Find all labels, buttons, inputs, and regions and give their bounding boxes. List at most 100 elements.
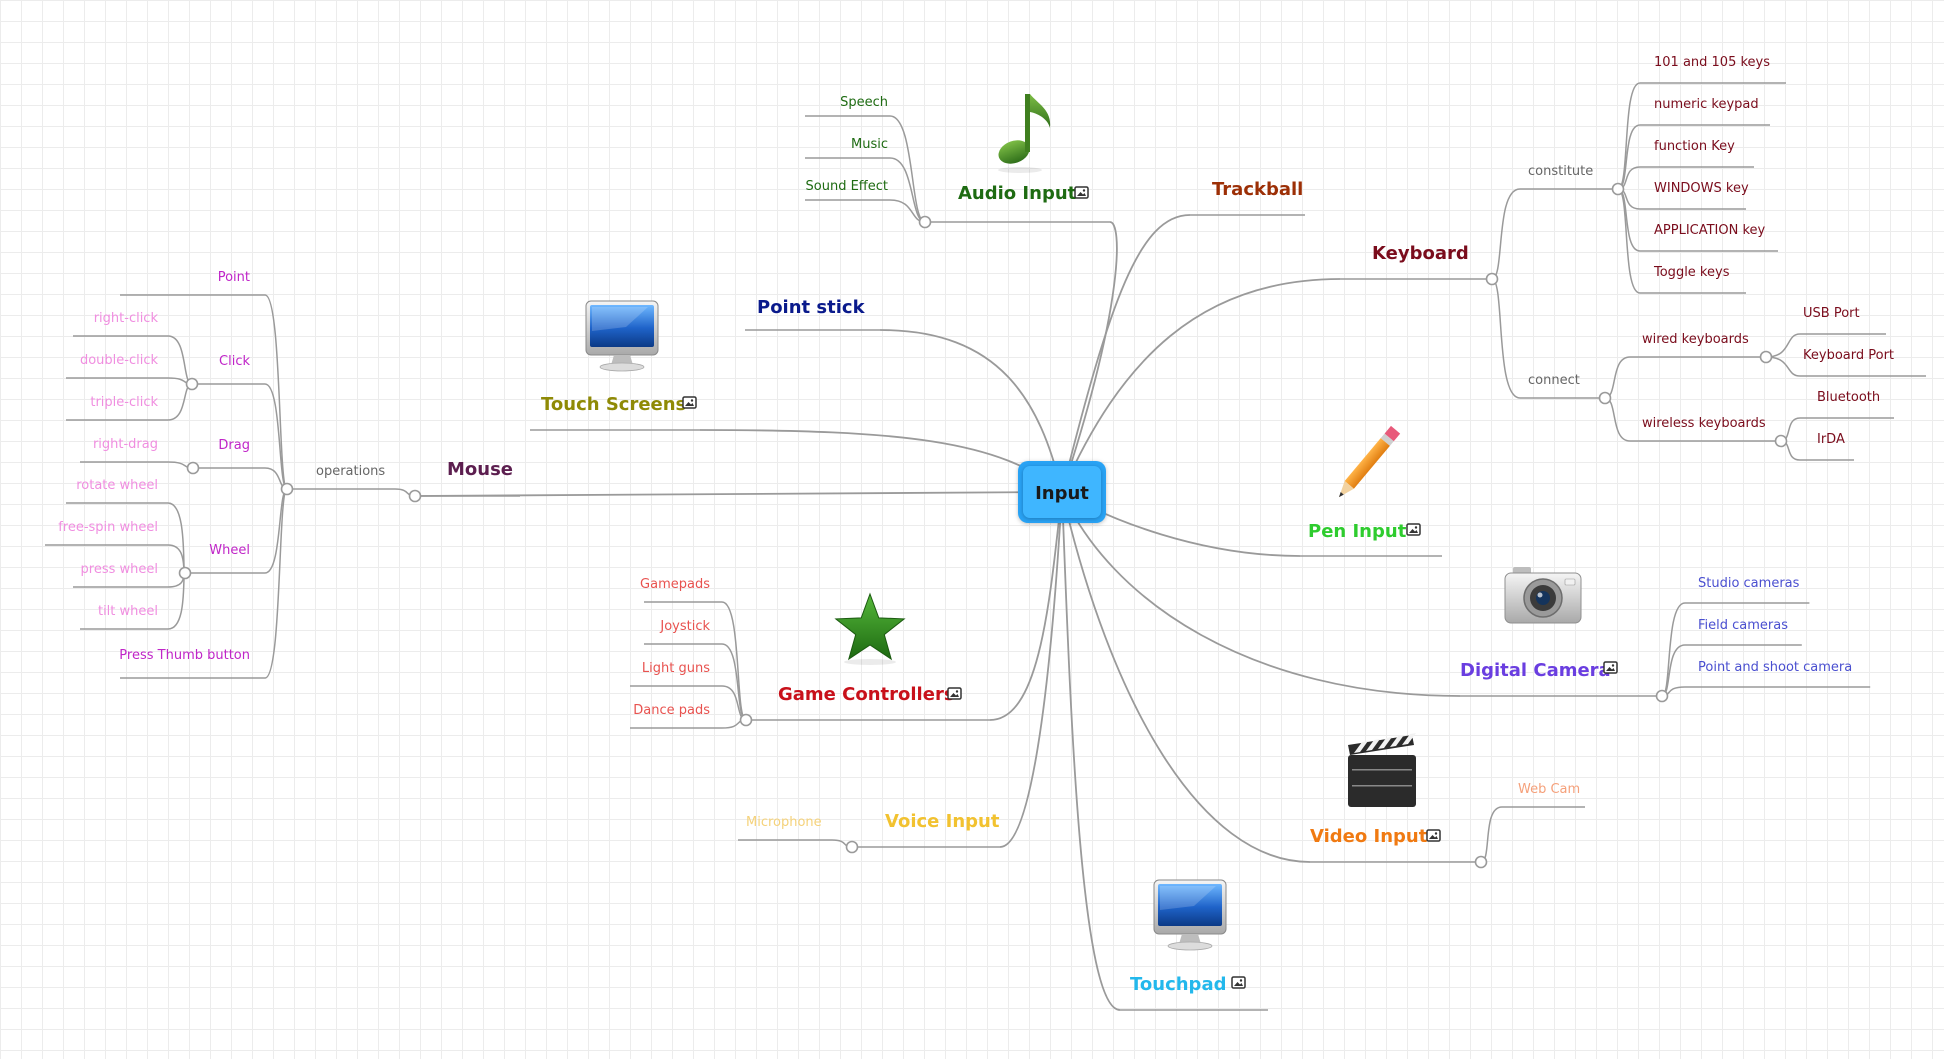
junction-dot-operations xyxy=(280,482,294,496)
topic-touchpad[interactable]: Touchpad xyxy=(1130,974,1226,995)
connector-connect xyxy=(1491,278,1521,399)
subtopic-keyboard-port[interactable]: Keyboard Port xyxy=(1803,348,1894,363)
connector-touch-screens xyxy=(699,429,1063,493)
topic-point-stick[interactable]: Point stick xyxy=(757,297,866,318)
subtopic-click[interactable]: Click xyxy=(219,354,250,369)
connector-right-click xyxy=(167,335,193,385)
subtopic-toggle-keys[interactable]: Toggle keys xyxy=(1653,265,1730,280)
topic-digital-camera[interactable]: Digital Camera xyxy=(1460,660,1611,681)
topic-keyboard[interactable]: Keyboard xyxy=(1372,243,1469,264)
subtopic-light-guns[interactable]: Light guns xyxy=(642,661,710,676)
subtopic-connect[interactable]: connect xyxy=(1528,373,1580,388)
subtopic-right-click[interactable]: right-click xyxy=(94,311,159,326)
connector-web-cam xyxy=(1480,806,1503,863)
subtopic-constitute[interactable]: constitute xyxy=(1528,164,1593,179)
subtopic-dance-pads[interactable]: Dance pads xyxy=(633,703,710,718)
subtopic-numeric-keypad[interactable]: numeric keypad xyxy=(1654,97,1759,112)
subtopic-web-cam[interactable]: Web Cam xyxy=(1518,782,1580,797)
subtopic-windows-key[interactable]: WINDOWS key xyxy=(1654,181,1749,196)
subtopic-press-wheel[interactable]: press wheel xyxy=(81,562,158,577)
junction-dot-drag xyxy=(186,461,200,475)
pencil-icon xyxy=(1339,425,1401,498)
connector-game-controllers xyxy=(989,491,1063,721)
monitor-icon xyxy=(585,300,659,372)
junction-dot-keyboard xyxy=(1485,272,1499,286)
subtopic-bluetooth[interactable]: Bluetooth xyxy=(1817,390,1880,405)
junction-dot-constitute xyxy=(1611,182,1625,196)
camera-icon xyxy=(1504,567,1582,624)
subtopic-field-cameras[interactable]: Field cameras xyxy=(1698,618,1788,633)
junction-dot-audio-input xyxy=(918,215,932,229)
image-attachment-icon[interactable] xyxy=(682,396,697,409)
subtopic-music[interactable]: Music xyxy=(851,137,888,152)
image-attachment-icon[interactable] xyxy=(1406,523,1421,536)
subtopic-free-spin-wheel[interactable]: free-spin wheel xyxy=(58,520,158,535)
connector-video-input xyxy=(1061,491,1311,863)
subtopic-studio-cameras[interactable]: Studio cameras xyxy=(1698,576,1800,591)
subtopic-wheel[interactable]: Wheel xyxy=(209,543,250,558)
junction-dot-wired-keyboards xyxy=(1759,350,1773,364)
subtopic-function-key[interactable]: function Key xyxy=(1654,139,1735,154)
subtopic-rotate-wheel[interactable]: rotate wheel xyxy=(76,478,158,493)
connector-mouse xyxy=(414,491,1063,497)
central-topic-label: Input xyxy=(1035,483,1089,504)
topic-audio-input[interactable]: Audio Input xyxy=(958,183,1077,204)
connector-digital-camera xyxy=(1061,491,1461,697)
topic-game-controllers[interactable]: Game Controllers xyxy=(778,684,955,705)
subtopic-press-thumb-button[interactable]: Press Thumb button xyxy=(119,648,250,663)
subtopic-double-click[interactable]: double-click xyxy=(80,353,159,368)
image-attachment-icon[interactable] xyxy=(1426,829,1441,842)
star-icon xyxy=(834,592,906,665)
connector-constitute xyxy=(1491,188,1521,280)
subtopic-point[interactable]: Point xyxy=(218,270,250,285)
junction-dot-wireless-keyboards xyxy=(1774,434,1788,448)
junction-dot-game-controllers xyxy=(739,713,753,727)
topic-trackball[interactable]: Trackball xyxy=(1212,179,1303,200)
connector-application-key xyxy=(1617,188,1641,252)
connector-music xyxy=(889,157,926,223)
subtopic-sound-effect[interactable]: Sound Effect xyxy=(806,179,888,194)
connector-touchpad xyxy=(1061,491,1121,1011)
music-note-icon xyxy=(998,94,1051,173)
subtopic-tilt-wheel[interactable]: tilt wheel xyxy=(98,604,158,619)
central-topic-layer: Input xyxy=(1018,461,1106,523)
image-attachment-icon[interactable] xyxy=(1074,186,1089,199)
subtopic-point-and-shoot-camera[interactable]: Point and shoot camera xyxy=(1698,660,1852,675)
subtopic-joystick[interactable]: Joystick xyxy=(659,619,710,634)
central-topic-inner xyxy=(1023,466,1101,518)
subtopic-101-and-105-keys[interactable]: 101 and 105 keys xyxy=(1654,55,1770,70)
subtopic-application-key[interactable]: APPLICATION key xyxy=(1654,223,1766,238)
subtopic-speech[interactable]: Speech xyxy=(840,95,888,110)
topic-pen-input[interactable]: Pen Input xyxy=(1308,521,1407,542)
subtopic-right-drag[interactable]: right-drag xyxy=(93,437,158,452)
subtopic-triple-click[interactable]: triple-click xyxy=(90,395,158,410)
subtopic-operations[interactable]: operations xyxy=(316,464,385,479)
connector-wired-keyboards xyxy=(1604,356,1631,399)
junction-dot-connect xyxy=(1598,391,1612,405)
topic-voice-input[interactable]: Voice Input xyxy=(885,811,1000,832)
connector-voice-input xyxy=(999,491,1063,848)
connector-wireless-keyboards xyxy=(1604,397,1631,442)
subtopic-gamepads[interactable]: Gamepads xyxy=(640,577,710,592)
topic-touch-screens[interactable]: Touch Screens xyxy=(541,394,686,415)
subtopic-wireless-keyboards[interactable]: wireless keyboards xyxy=(1642,416,1766,431)
central-topic[interactable]: Input xyxy=(1018,461,1106,523)
connector-studio-cameras xyxy=(1661,602,1686,697)
image-attachment-icon[interactable] xyxy=(947,687,962,700)
image-attachment-icon[interactable] xyxy=(1603,661,1618,674)
subtopic-microphone[interactable]: Microphone xyxy=(746,815,822,830)
subtopic-irda[interactable]: IrDA xyxy=(1817,432,1845,447)
topic-video-input[interactable]: Video Input xyxy=(1310,826,1428,847)
junction-dot-wheel xyxy=(178,566,192,580)
subtopic-usb-port[interactable]: USB Port xyxy=(1803,306,1860,321)
image-attachment-icon[interactable] xyxy=(1231,976,1246,989)
connector-dot-layer xyxy=(178,182,1788,869)
clapperboard-icon xyxy=(1348,733,1416,807)
topic-mouse[interactable]: Mouse xyxy=(447,459,513,480)
connector-trackball xyxy=(1061,214,1191,493)
connector-triple-click xyxy=(167,383,193,421)
subtopic-wired-keyboards[interactable]: wired keyboards xyxy=(1642,332,1749,347)
topic-image-layer xyxy=(585,94,1582,951)
subtopic-drag[interactable]: Drag xyxy=(218,438,250,453)
